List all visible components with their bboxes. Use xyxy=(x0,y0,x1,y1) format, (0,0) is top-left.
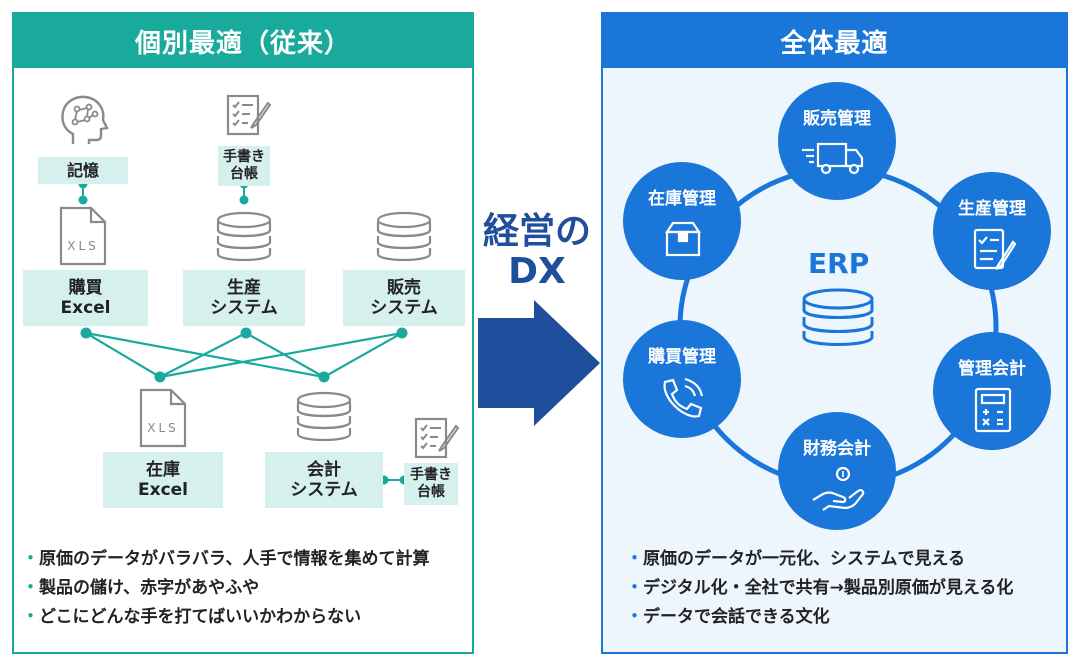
node-label: 管理会計 xyxy=(958,359,1026,379)
node-sales-management: 販売管理 xyxy=(778,82,896,200)
database-icon xyxy=(216,211,272,262)
node-label: 在庫管理 xyxy=(648,189,716,209)
accounting-system-box: 会計 システム xyxy=(265,452,383,508)
inventory-label: 在庫 xyxy=(146,459,180,480)
node-label: 購買管理 xyxy=(648,347,716,367)
accounting-sub-label: システム xyxy=(290,480,358,500)
checklist-icon xyxy=(226,94,272,136)
left-bullet-item: どこにどんな手を打てばいいかわからない xyxy=(22,603,430,632)
purchasing-excel-box: 購買 Excel xyxy=(23,270,148,326)
sales-label: 販売 xyxy=(387,277,421,298)
node-label: 生産管理 xyxy=(958,199,1026,219)
database-icon xyxy=(296,391,352,442)
node-production-management: 生産管理 xyxy=(933,172,1051,290)
handwritten-ledger-label-1: 手書き 台帳 xyxy=(218,146,270,186)
erp-database-icon xyxy=(802,288,874,346)
right-bullet-list: 原価のデータが一元化、システムで見える デジタル化・全社で共有→製品別原価が見え… xyxy=(626,545,1013,632)
sales-sub-label: システム xyxy=(370,298,438,318)
calculator-icon xyxy=(974,387,1012,433)
inventory-excel-box: 在庫 Excel xyxy=(103,452,223,508)
xls-text: XLS xyxy=(67,239,99,253)
checklist-pen-icon xyxy=(973,228,1017,270)
transition-arrow xyxy=(478,300,600,426)
purchasing-sub-label: Excel xyxy=(60,298,111,318)
handwritten-line-2: 台帳 xyxy=(230,166,258,182)
phone-call-icon xyxy=(663,377,704,418)
handwritten-ledger-label-2: 手書き 台帳 xyxy=(404,463,458,505)
delivery-truck-icon xyxy=(802,142,864,175)
checklist-icon xyxy=(414,417,460,459)
sales-system-box: 販売 システム xyxy=(343,270,465,326)
database-icon xyxy=(376,211,432,262)
node-management-accounting: 管理会計 xyxy=(933,332,1051,450)
handwritten-line-1: 手書き xyxy=(410,467,452,484)
node-label: 販売管理 xyxy=(803,109,871,129)
xls-file-icon: XLS xyxy=(59,206,107,266)
xls-text: XLS xyxy=(147,421,179,435)
production-system-box: 生産 システム xyxy=(183,270,305,326)
xls-file-icon: XLS xyxy=(139,388,187,448)
brain-head-icon xyxy=(61,95,109,144)
right-bullet-item: データで会話できる文化 xyxy=(626,603,1013,632)
node-purchasing-management: 購買管理 xyxy=(623,320,741,438)
memory-label-text: 記憶 xyxy=(66,160,99,180)
node-inventory-management: 在庫管理 xyxy=(623,162,741,280)
left-bullet-list: 原価のデータがバラバラ、人手で情報を集めて計算 製品の儲け、赤字があやふや どこ… xyxy=(22,545,430,632)
left-bullet-item: 製品の儲け、赤字があやふや xyxy=(22,574,430,603)
inventory-sub-label: Excel xyxy=(137,480,188,500)
handwritten-line-2: 台帳 xyxy=(417,484,445,500)
right-panel-title: 全体最適 xyxy=(603,14,1066,68)
box-icon xyxy=(664,221,702,257)
production-sub-label: システム xyxy=(210,298,278,318)
right-bullet-item: 原価のデータが一元化、システムで見える xyxy=(626,545,1013,574)
left-panel-title: 個別最適（従来） xyxy=(14,14,472,68)
production-label: 生産 xyxy=(227,277,261,298)
center-title: 経営の DX xyxy=(478,212,596,292)
erp-label: ERP xyxy=(808,247,870,280)
left-bullet-item: 原価のデータがバラバラ、人手で情報を集めて計算 xyxy=(22,545,430,574)
center-title-line2: DX xyxy=(508,251,566,292)
right-bullet-item: デジタル化・全社で共有→製品別原価が見える化 xyxy=(626,574,1013,603)
purchasing-label: 購買 xyxy=(68,277,103,298)
node-financial-accounting: 財務会計 xyxy=(778,412,896,530)
accounting-label: 会計 xyxy=(307,459,341,480)
memory-label: 記憶 xyxy=(38,157,128,184)
node-label: 財務会計 xyxy=(803,439,871,459)
handwritten-line-1: 手書き xyxy=(223,149,265,166)
hand-coin-icon xyxy=(812,466,865,511)
center-title-line1: 経営の xyxy=(482,211,591,252)
